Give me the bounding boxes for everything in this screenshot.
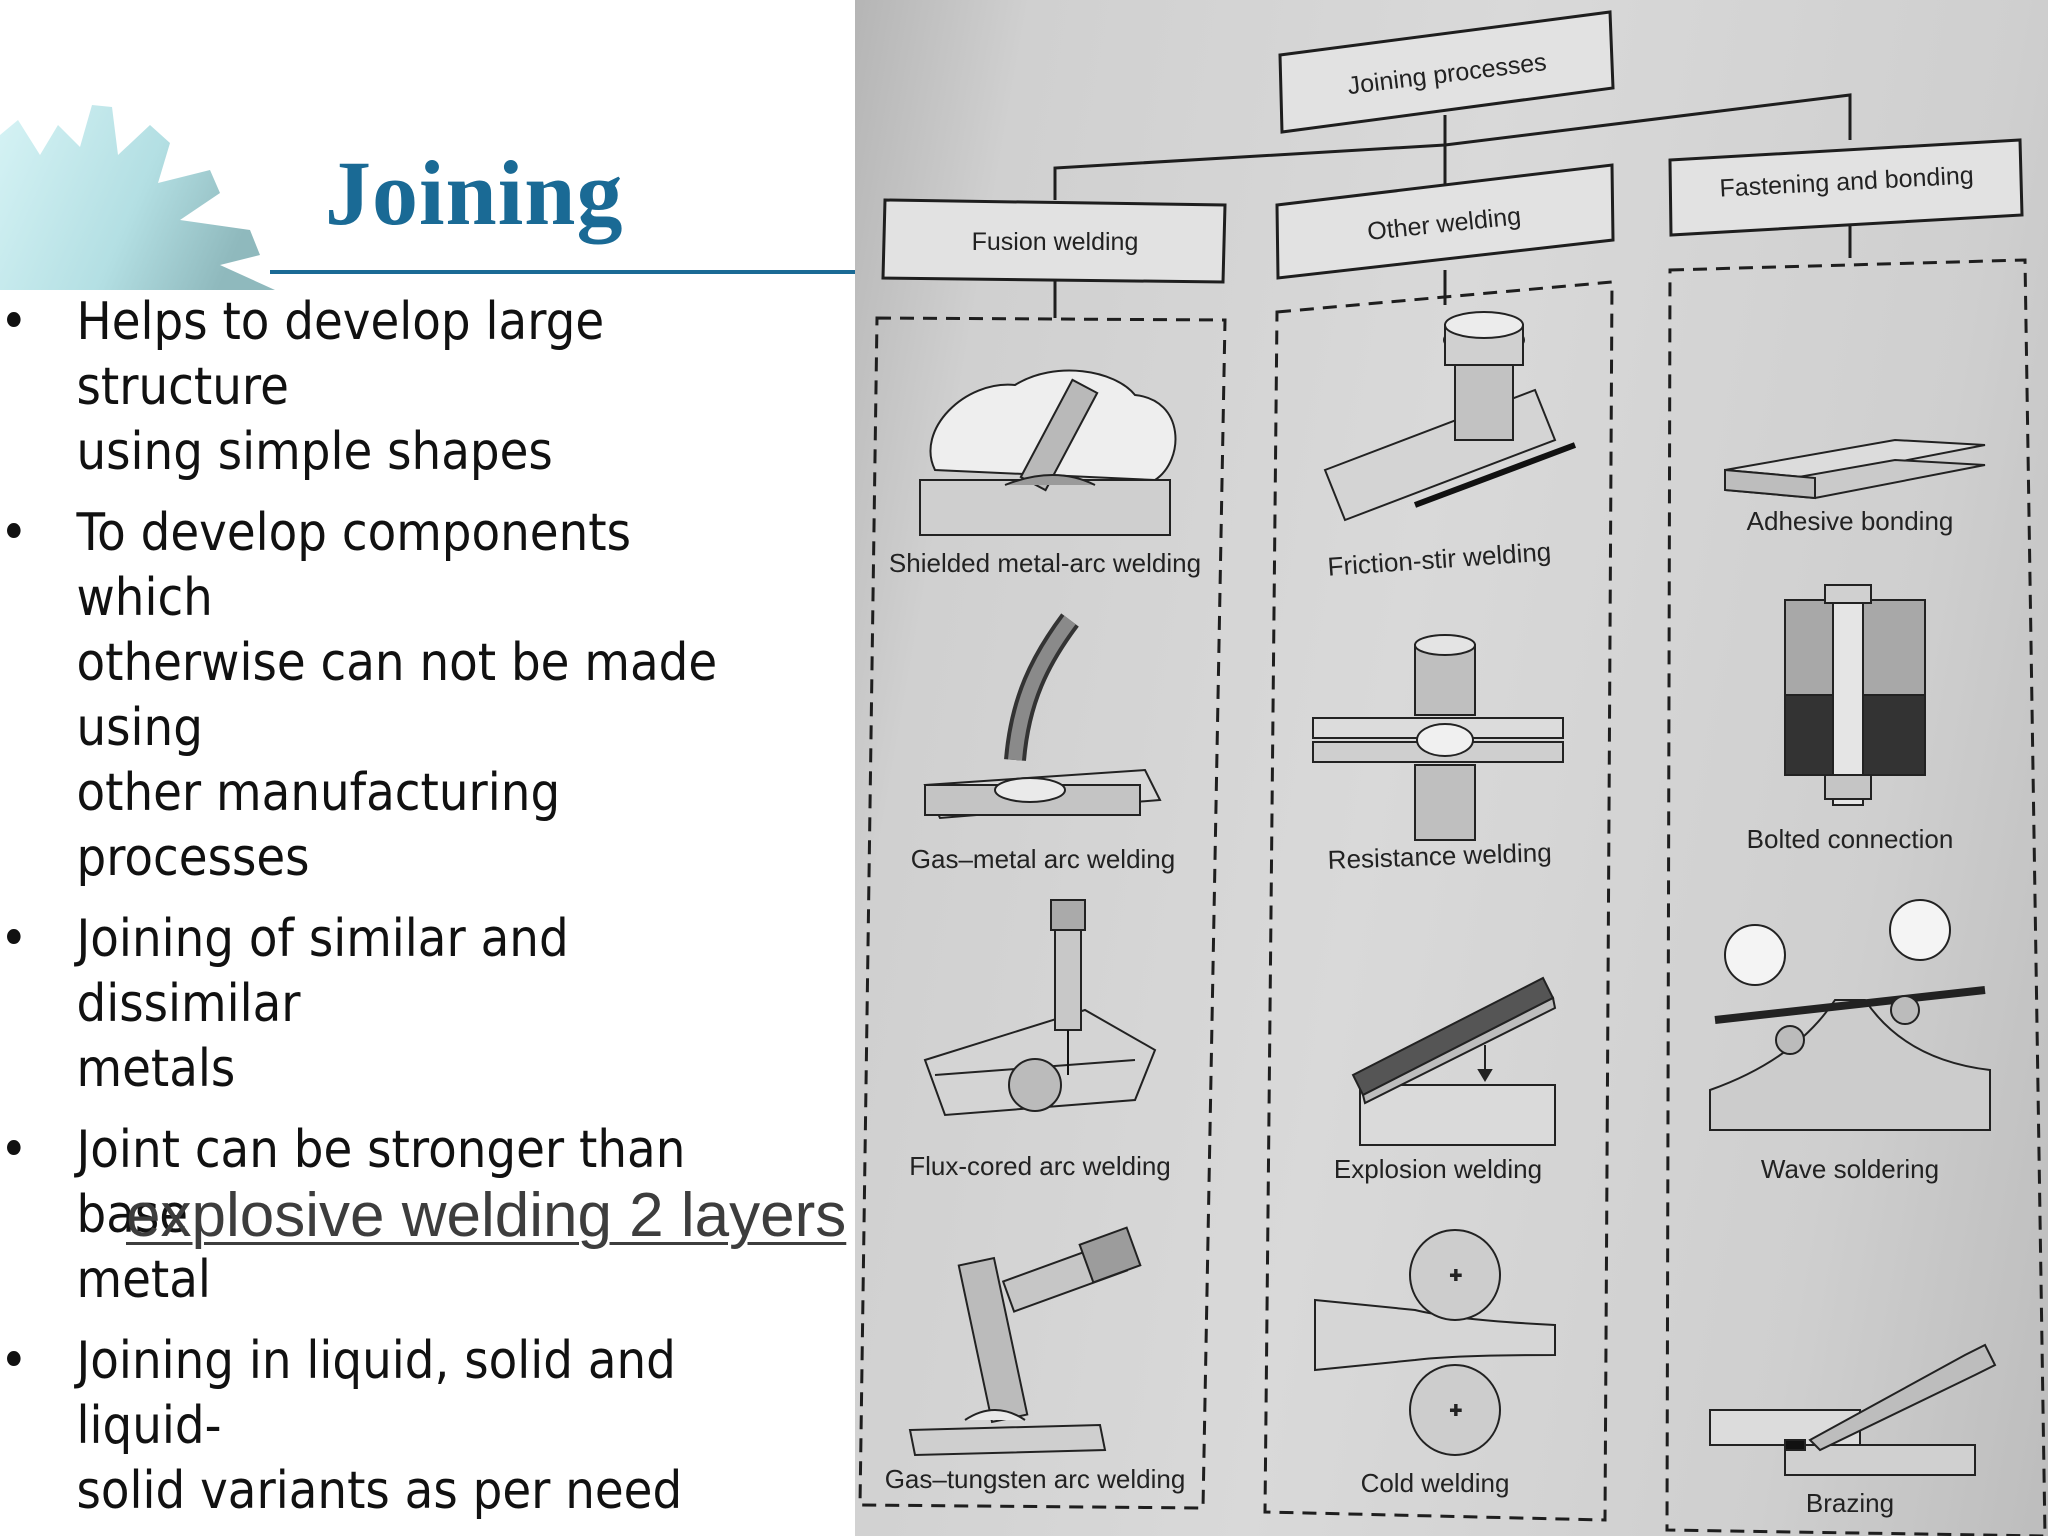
category-label: Fusion welding bbox=[972, 228, 1139, 256]
bullet-item: • Helps to develop large structure using… bbox=[0, 290, 765, 485]
explosion-welding-icon bbox=[1351, 976, 1557, 1146]
bullet-text: metals bbox=[76, 1039, 236, 1099]
process-label: Gas–tungsten arc welding bbox=[885, 1464, 1186, 1494]
bullet-text: using simple shapes bbox=[76, 422, 553, 482]
joining-processes-diagram-photo: Joining processes Fusion welding Other w… bbox=[855, 0, 2048, 1536]
friction-stir-icon bbox=[1323, 311, 1577, 522]
explosive-welding-link[interactable]: explosive welding 2 layers bbox=[126, 1181, 847, 1250]
svg-text:+: + bbox=[1450, 1265, 1462, 1287]
flux-cored-arc-icon bbox=[923, 899, 1157, 1117]
joining-processes-diagram: Joining processes Fusion welding Other w… bbox=[858, 10, 2047, 1536]
wave-soldering-icon bbox=[1709, 899, 1991, 1131]
brazing-icon bbox=[1709, 1343, 1997, 1476]
category-fastening: Fastening and bonding bbox=[1668, 138, 2024, 237]
bullet-dot: • bbox=[0, 1120, 28, 1180]
bullet-text: solid variants as per need bbox=[76, 1461, 683, 1521]
process-label: Gas–metal arc welding bbox=[911, 844, 1175, 874]
process-label: Bolted connection bbox=[1747, 824, 1954, 854]
process-label: Adhesive bonding bbox=[1747, 506, 1954, 536]
bullet-text: metal bbox=[76, 1250, 211, 1310]
bullet-dot: • bbox=[0, 503, 28, 563]
bullet-item: • Joint can be stronger than base metal bbox=[0, 1118, 765, 1313]
bullet-list: • Helps to develop large structure using… bbox=[0, 290, 765, 1540]
svg-text:+: + bbox=[1450, 1400, 1462, 1422]
process-label: Shielded metal-arc welding bbox=[889, 548, 1201, 578]
bullet-text: Joining in liquid, solid and liquid- bbox=[76, 1331, 676, 1456]
category-other: Other welding bbox=[1275, 163, 1615, 280]
bullet-text: To develop components which bbox=[76, 503, 631, 628]
bullet-dot: • bbox=[0, 1331, 28, 1391]
slide-title: Joining bbox=[325, 142, 624, 244]
bullet-text: other manufacturing processes bbox=[76, 763, 561, 888]
process-label: Friction-stir welding bbox=[1327, 536, 1553, 582]
bullet-text: Joint can be stronger than base bbox=[76, 1120, 686, 1245]
cold-welding-icon: + + bbox=[1314, 1229, 1556, 1456]
category-fusion: Fusion welding bbox=[881, 198, 1227, 284]
process-label: Flux-cored arc welding bbox=[909, 1151, 1171, 1181]
bullet-text: Joining of similar and dissimilar bbox=[76, 909, 569, 1034]
root-node: Joining processes bbox=[1278, 10, 1615, 134]
resistance-welding-icon bbox=[1312, 634, 1564, 841]
bullet-text: Helps to develop large structure bbox=[76, 292, 605, 417]
bullet-item: • Joining in liquid, solid and liquid- s… bbox=[0, 1329, 765, 1524]
process-label: Wave soldering bbox=[1761, 1154, 1939, 1184]
shielded-metal-arc-icon bbox=[919, 369, 1177, 536]
bolted-connection-icon bbox=[1784, 584, 1926, 806]
process-label: Brazing bbox=[1806, 1488, 1894, 1518]
gas-tungsten-arc-icon bbox=[908, 1226, 1142, 1457]
process-label: Explosion welding bbox=[1334, 1154, 1542, 1184]
bullet-dot: • bbox=[0, 909, 28, 969]
process-label: Cold welding bbox=[1361, 1468, 1510, 1498]
process-label: Resistance welding bbox=[1327, 837, 1552, 875]
gas-metal-arc-icon bbox=[923, 613, 1162, 820]
bullet-dot: • bbox=[0, 292, 28, 352]
adhesive-bonding-icon bbox=[1724, 438, 1986, 500]
bullet-item: • To develop components which otherwise … bbox=[0, 501, 765, 891]
title-underline bbox=[270, 270, 855, 274]
bullet-text: otherwise can not be made using bbox=[76, 633, 718, 758]
gear-icon bbox=[0, 105, 275, 290]
bullet-item: • Joining of similar and dissimilar meta… bbox=[0, 907, 765, 1102]
group-frames bbox=[858, 258, 2047, 1536]
